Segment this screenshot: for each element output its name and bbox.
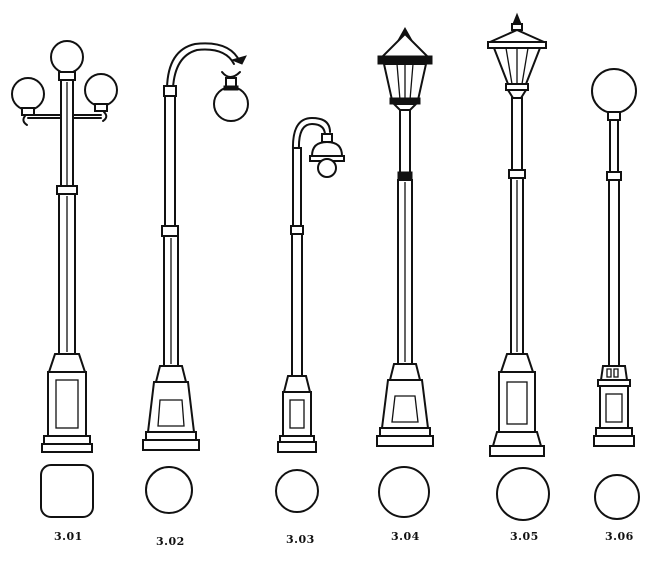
pedestal [498, 371, 536, 433]
upper-pole [511, 97, 523, 171]
lantern-roof [489, 28, 545, 43]
lamp-code-label: 3.02 [156, 535, 185, 548]
upper-pole [164, 95, 176, 227]
hanging-globe [213, 86, 249, 122]
pedestal [380, 379, 430, 429]
globe [591, 68, 637, 114]
upper-pole [399, 109, 411, 177]
upper-pole [609, 119, 619, 177]
lantern-roof [378, 32, 432, 59]
round-base-plan [594, 474, 640, 520]
crook-arm [291, 117, 331, 151]
round-base-plan [378, 466, 430, 518]
pedestal [47, 371, 87, 437]
lower-pole [608, 179, 620, 367]
pedestal [282, 391, 312, 437]
upper-pole [292, 147, 302, 233]
round-base-plan [275, 469, 319, 513]
pedestal [146, 381, 196, 433]
lamp-code-label: 3.06 [605, 530, 634, 543]
lamp-code-label: 3.04 [391, 530, 420, 543]
lamp-code-label: 3.03 [286, 533, 315, 546]
lamp-3-02 [142, 42, 249, 514]
pedestal [599, 385, 629, 429]
lamp-3-05 [487, 12, 550, 521]
lower-pole [291, 233, 303, 377]
lamp-code-label: 3.05 [510, 530, 539, 543]
crook-arm [166, 42, 241, 89]
dome-shade [310, 140, 344, 157]
lamp-3-01 [11, 40, 118, 518]
left-globe [11, 77, 45, 111]
lamp-3-03 [275, 117, 345, 513]
lamp-3-06 [591, 68, 640, 520]
round-base-plan [496, 467, 550, 521]
lamp-3-04 [376, 26, 434, 518]
square-base-plan [40, 464, 94, 518]
lamp-code-label: 3.01 [54, 530, 83, 543]
right-globe [84, 73, 118, 107]
top-globe [50, 40, 84, 74]
round-base-plan [145, 466, 193, 514]
